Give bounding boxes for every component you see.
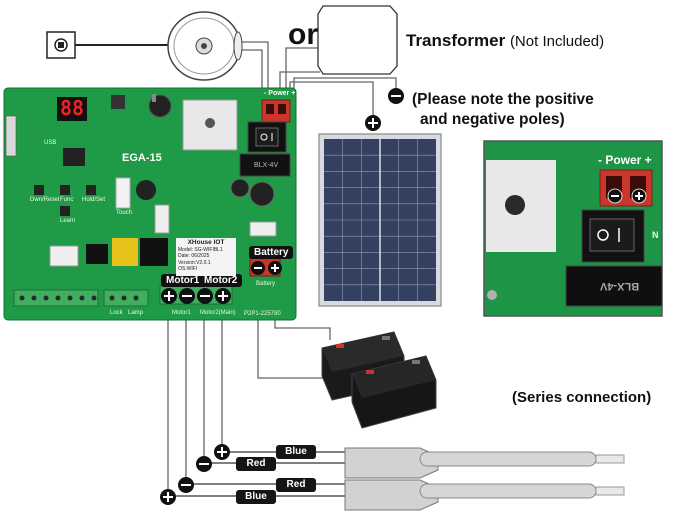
motor1-plus-icon bbox=[161, 288, 177, 304]
pole-note-line1: (Please note the positive bbox=[412, 91, 594, 108]
actuator1-minus-icon bbox=[196, 456, 212, 472]
solar-panel-icon bbox=[318, 133, 442, 307]
pole-note-line2: and negative poles) bbox=[420, 111, 565, 128]
battery-sub-label: Battery bbox=[256, 281, 276, 287]
sticker-line5: OS:WIFI bbox=[178, 266, 198, 272]
solar-plus-icon bbox=[365, 115, 381, 131]
zoom-minus-icon bbox=[607, 188, 623, 204]
actuator1-upper-wire-tag: Blue bbox=[276, 445, 316, 459]
actuator-lower bbox=[344, 479, 625, 511]
motor2-sub-label: Motor2(Main) bbox=[200, 310, 236, 316]
motor-icon bbox=[167, 11, 243, 81]
pcb-code: P2P1-225780 bbox=[244, 311, 281, 317]
motor2-label: Motor2 bbox=[199, 274, 243, 287]
motor2-plus-icon bbox=[215, 288, 231, 304]
lamp-label: Lamp bbox=[128, 310, 144, 316]
or-label: or bbox=[288, 18, 318, 51]
sticker-line4: Version:V2.0.1 bbox=[178, 259, 211, 266]
motor1-sub-label: Motor1 bbox=[172, 310, 191, 316]
actuator2-lower-wire-tag: Blue bbox=[236, 490, 276, 504]
board-model: EGA-15 bbox=[122, 152, 162, 164]
relay-code: BLX-4V bbox=[254, 162, 279, 169]
button-label-1: Dwn/Reset bbox=[30, 197, 60, 203]
lock-label: Lock bbox=[110, 310, 123, 316]
actuator2-plus-icon bbox=[160, 489, 176, 505]
button-label-3: Hold/Set bbox=[82, 197, 106, 203]
control-board bbox=[3, 87, 297, 321]
zoom-plus-icon bbox=[631, 188, 647, 204]
motor2-minus-icon bbox=[197, 288, 213, 304]
button-label-2: Func bbox=[60, 197, 74, 203]
transformer-icon bbox=[317, 5, 398, 75]
actuator2-upper-wire-tag: Red bbox=[276, 478, 316, 492]
learn-label: Learn bbox=[60, 218, 76, 224]
actuator1-lower-wire-tag: Red bbox=[236, 457, 276, 471]
zoom-side-letter: N bbox=[652, 230, 659, 240]
series-connection-label: (Series connection) bbox=[512, 389, 652, 406]
touch-label: Touch bbox=[116, 210, 133, 216]
battery-plus-icon bbox=[268, 261, 282, 275]
actuator2-minus-icon bbox=[178, 477, 194, 493]
pole-note: (Please note the positive and negative p… bbox=[412, 90, 594, 130]
solar-minus-icon bbox=[388, 88, 404, 104]
sticker-line1: XHouse IOT bbox=[187, 239, 225, 246]
transformer-note: (Not Included) bbox=[509, 33, 605, 50]
zoom-power-label: - Power + bbox=[598, 153, 652, 167]
transformer-title: Transformer bbox=[406, 31, 506, 50]
motor1-label: Motor1 bbox=[161, 274, 205, 287]
zoom-relay-code: BLX-4V bbox=[600, 280, 640, 292]
actuator1-plus-icon bbox=[214, 444, 230, 460]
sticker-line2: Model: SG-WIFIBL1 bbox=[178, 246, 223, 253]
usb-label: USB bbox=[44, 140, 57, 146]
transformer-label: Transformer (Not Included) bbox=[406, 31, 604, 51]
battery-label: Battery bbox=[249, 246, 294, 259]
board-sticker: XHouse IOT Model: SG-WIFIBL1 Date: 06/20… bbox=[176, 238, 236, 276]
motor1-minus-icon bbox=[179, 288, 195, 304]
battery-minus-icon bbox=[251, 261, 265, 275]
actuator-upper bbox=[344, 447, 625, 479]
power-label: - Power + bbox=[264, 90, 296, 97]
sticker-line3: Date: 06/2025 bbox=[178, 253, 210, 259]
battery-icon bbox=[321, 331, 437, 429]
segment-display: 88 bbox=[60, 96, 85, 120]
wall-plug-icon bbox=[46, 31, 76, 59]
